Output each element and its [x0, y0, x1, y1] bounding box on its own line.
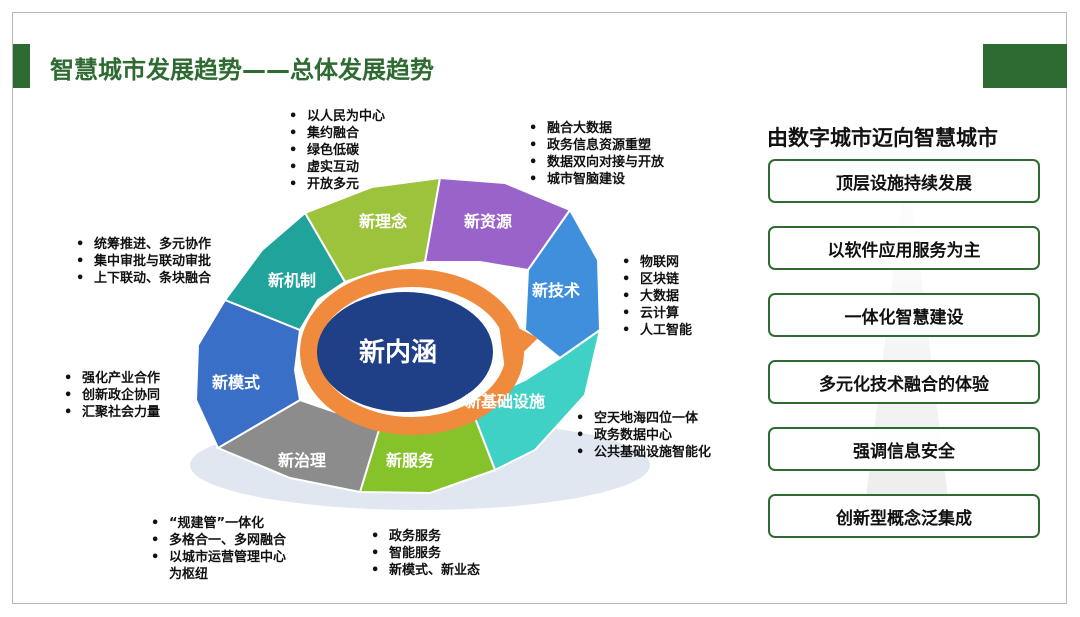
- trend-box: 以软件应用服务为主: [768, 226, 1040, 270]
- list-item: 集约融合: [285, 125, 385, 142]
- list-item: 创新政企协同: [60, 387, 160, 404]
- label-new-mechanism: 新机制: [268, 271, 316, 290]
- list-item: 为枢纽: [169, 567, 209, 582]
- list-item: 智能服务: [367, 545, 480, 562]
- right-panel-title: 由数字城市迈向智慧城市: [767, 126, 998, 150]
- title-accent-bar-right: [983, 44, 1067, 88]
- list-item: 以人民为中心: [285, 108, 385, 125]
- list-item: 数据双向对接与开放: [525, 154, 664, 171]
- list-item: 物联网: [618, 254, 692, 271]
- center-ellipse: [317, 292, 493, 412]
- ring-segments: [194, 176, 602, 495]
- trend-box: 多元化技术融合的体验: [768, 360, 1040, 404]
- bullets-new-model: 强化产业合作 创新政企协同 汇聚社会力量: [60, 370, 160, 421]
- list-item: 政务数据中心: [572, 427, 711, 444]
- list-item: 云计算: [618, 305, 692, 322]
- center-label: 新内涵: [359, 337, 437, 368]
- slide-title: 智慧城市发展趋势——总体发展趋势: [50, 56, 434, 84]
- list-item: 汇聚社会力量: [60, 404, 160, 421]
- list-item: 融合大数据: [525, 120, 664, 137]
- list-item: 多格合一、多网融合: [147, 532, 286, 549]
- list-item: 空天地海四位一体: [572, 410, 711, 427]
- cycle-arrow-head: [498, 318, 538, 370]
- list-item: 人工智能: [618, 322, 692, 339]
- label-new-technology: 新技术: [532, 281, 580, 300]
- label-new-concept: 新理念: [359, 212, 408, 231]
- list-item: 公共基础设施智能化: [572, 444, 711, 461]
- trend-box: 创新型概念泛集成: [768, 494, 1040, 538]
- trend-ring-diagram: 新内涵 新理念 新资源 新技术 新基础设施 新服务 新治理 新模式 新机制: [190, 176, 650, 510]
- list-item: 城市智脑建设: [525, 171, 664, 188]
- bullets-new-resource: 融合大数据 政务信息资源重塑 数据双向对接与开放 城市智脑建设: [525, 120, 664, 188]
- list-item: “规建管”一体化: [147, 515, 286, 532]
- list-item: 新模式、新业态: [367, 562, 480, 579]
- list-item: 上下联动、条块融合: [72, 270, 211, 287]
- list-item: 绿色低碳: [285, 142, 385, 159]
- list-item: 以城市运营管理中心: [147, 549, 286, 566]
- bullets-new-infrastructure: 空天地海四位一体 政务数据中心 公共基础设施智能化: [572, 410, 711, 461]
- list-item: 虚实互动: [285, 159, 385, 176]
- list-item: 区块链: [618, 271, 692, 288]
- bullets-new-service: 政务服务 智能服务 新模式、新业态: [367, 528, 480, 579]
- list-item: 政务服务: [367, 528, 480, 545]
- list-item: 统筹推进、多元协作: [72, 236, 211, 253]
- label-new-service: 新服务: [386, 451, 435, 470]
- bullets-new-concept: 以人民为中心 集约融合 绿色低碳 虚实互动 开放多元: [285, 108, 385, 193]
- trend-box: 一体化智慧建设: [768, 293, 1040, 337]
- label-new-resource: 新资源: [464, 212, 512, 231]
- label-new-model: 新模式: [212, 373, 260, 392]
- list-item: 大数据: [618, 288, 692, 305]
- list-item: 政务信息资源重塑: [525, 137, 664, 154]
- list-item: 集中审批与联动审批: [72, 253, 211, 270]
- bullets-new-governance: “规建管”一体化 多格合一、多网融合 以城市运营管理中心 为枢纽: [147, 515, 286, 583]
- slide-frame: [12, 12, 1067, 604]
- bullets-new-mechanism: 统筹推进、多元协作 集中审批与联动审批 上下联动、条块融合: [72, 236, 211, 287]
- list-item: 开放多元: [285, 176, 385, 193]
- trend-box: 顶层设施持续发展: [768, 159, 1040, 203]
- trend-box: 强调信息安全: [768, 427, 1040, 471]
- label-new-governance: 新治理: [278, 451, 326, 470]
- title-accent-bar-left: [13, 44, 30, 88]
- segment-new-mechanism: [223, 211, 347, 332]
- label-new-infrastructure: 新基础设施: [465, 392, 545, 411]
- bullets-new-technology: 物联网 区块链 大数据 云计算 人工智能: [618, 254, 692, 339]
- list-item: 强化产业合作: [60, 370, 160, 387]
